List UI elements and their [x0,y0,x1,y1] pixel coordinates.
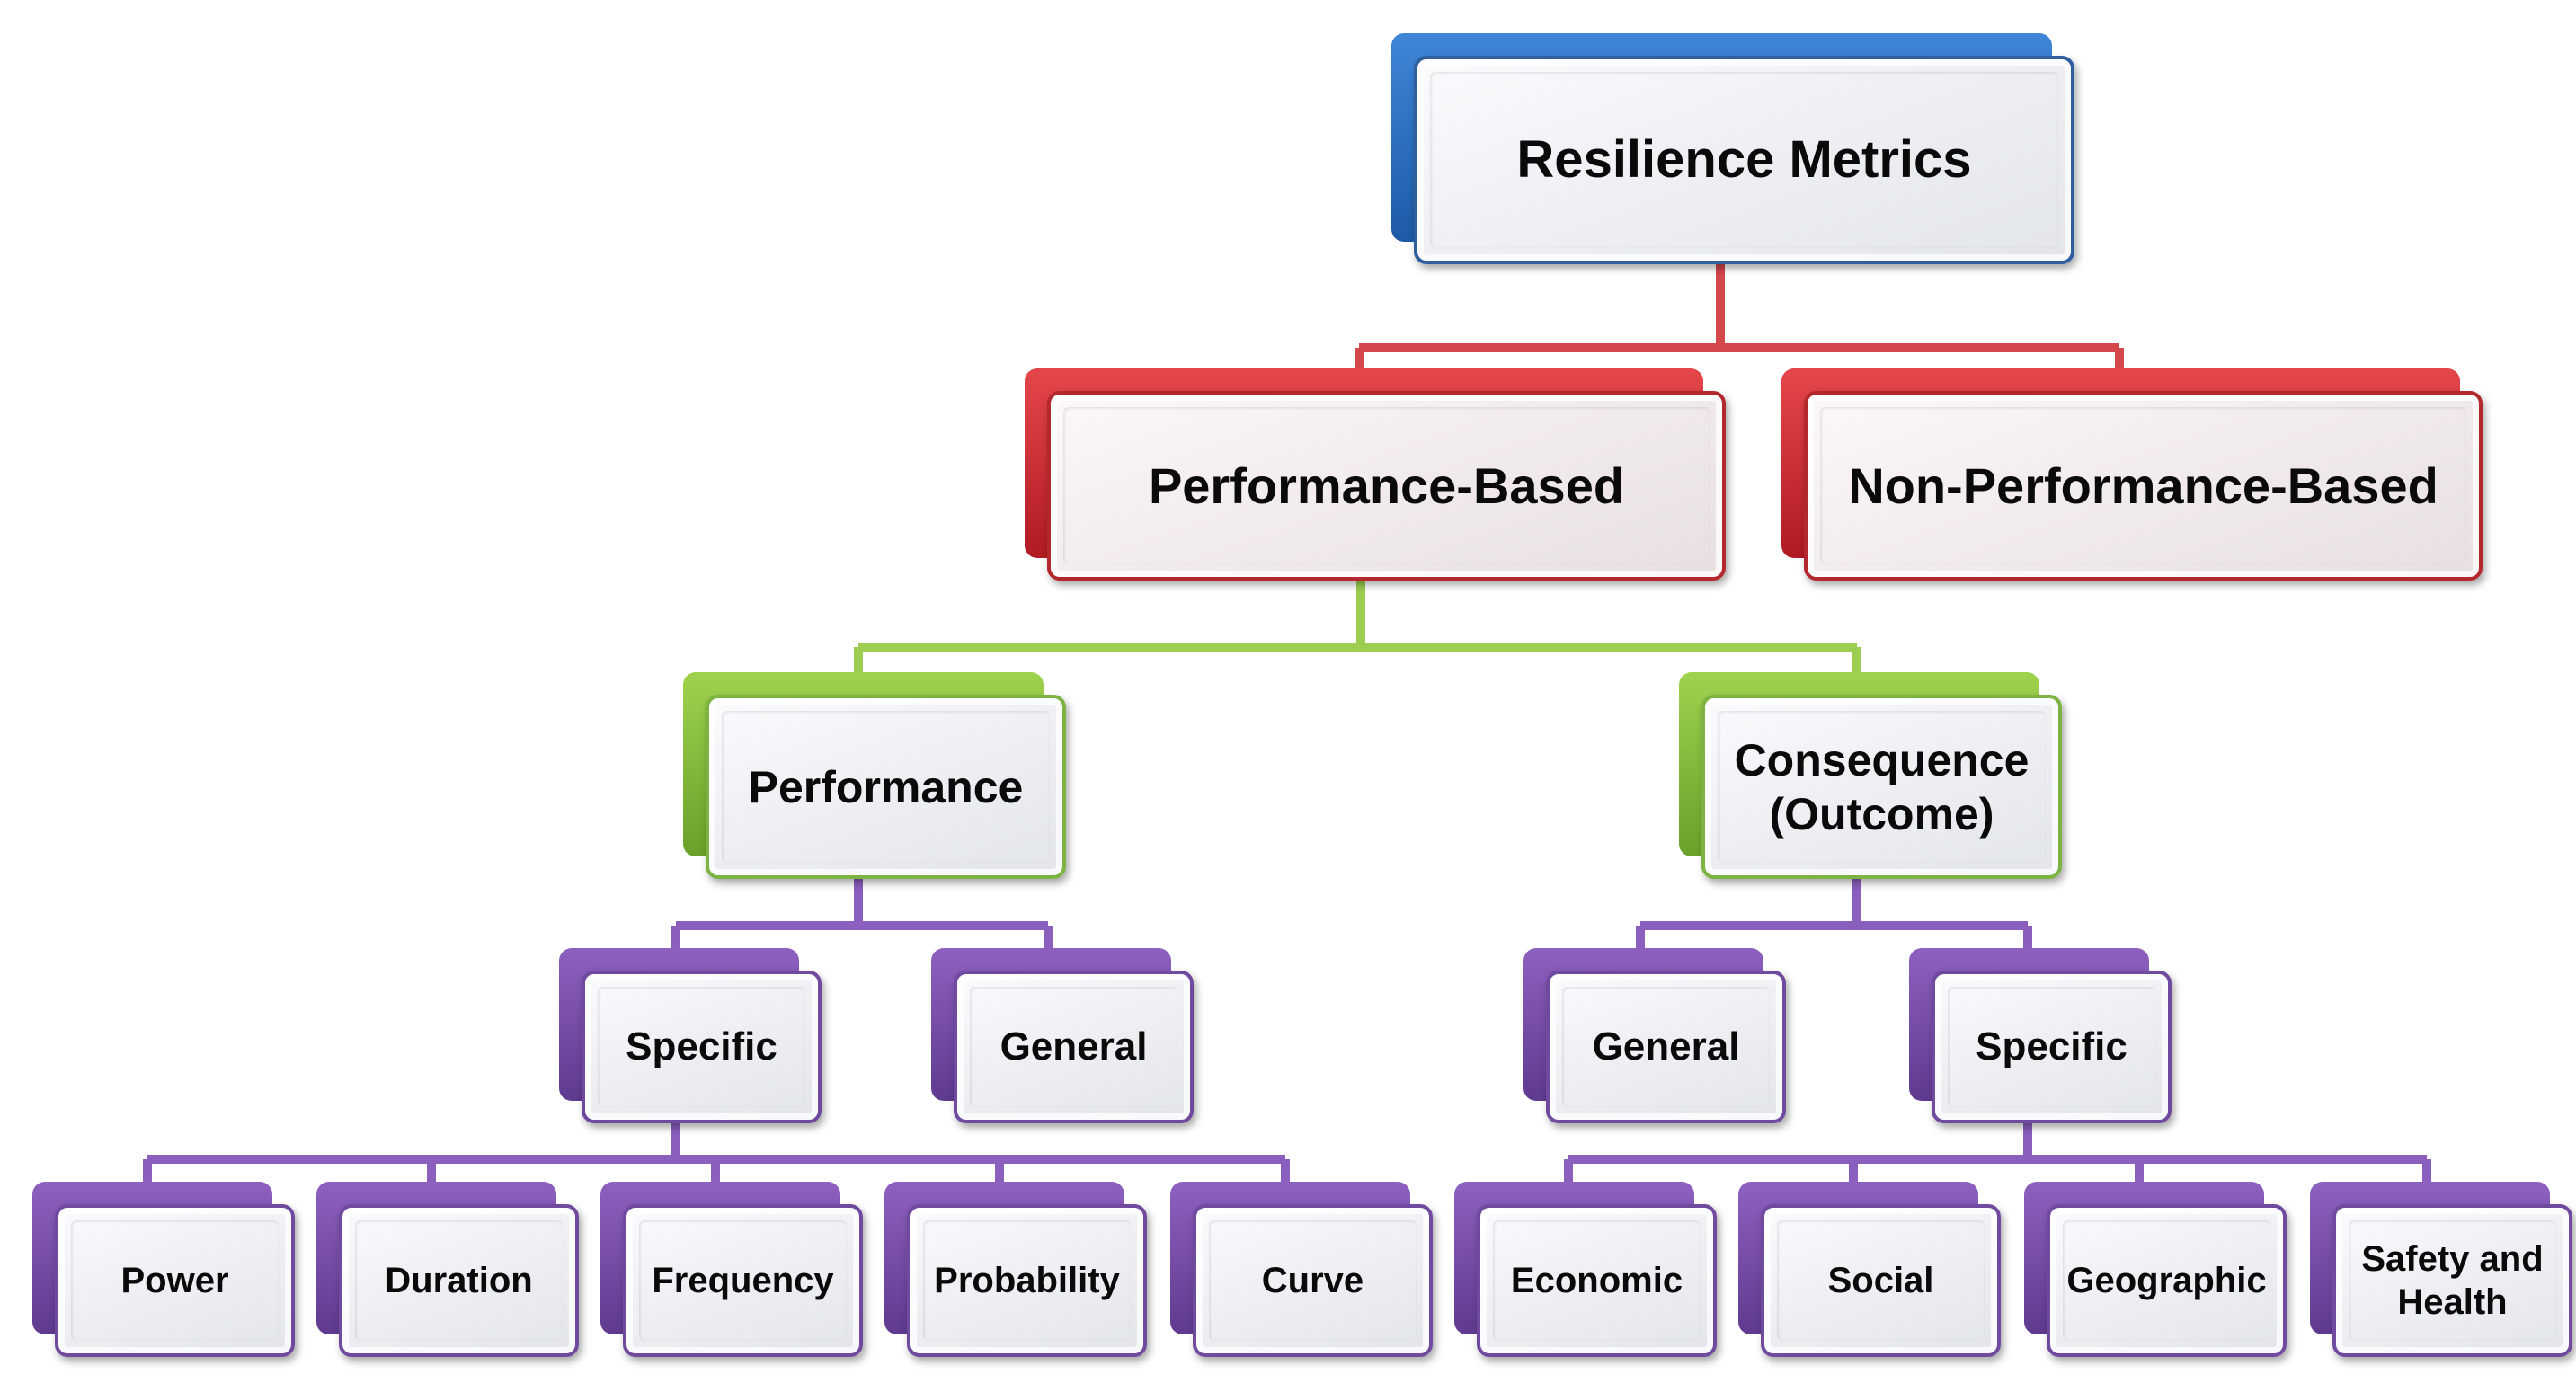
node-consequence-outcome: Consequence (Outcome) [1679,672,2062,879]
node-label: Duration [385,1261,533,1300]
connector-root [1355,261,2124,373]
node-label: Curve [1261,1261,1364,1300]
node-label: Economic [1510,1261,1683,1300]
node-frequency: Frequency [600,1182,863,1357]
node-label: Safety and Health [2361,1239,2544,1322]
connector-cons-specific [1564,1119,2431,1186]
connector-consequence [1636,876,2032,953]
connector-performance-based [854,575,1861,674]
node-safety-and-health: Safety and Health [2310,1182,2572,1357]
node-performance-based: Performance-Based [1025,368,1726,581]
node-label: Resilience Metrics [1516,130,1972,190]
node-label: Performance [748,761,1024,812]
node-label: Frequency [652,1261,834,1300]
connector-perf-specific [143,1119,1290,1186]
node-label: General [1592,1024,1740,1068]
node-power: Power [32,1182,295,1357]
node-label: Consequence (Outcome) [1734,734,2030,839]
connector-performance [671,876,1053,953]
node-label: Probability [934,1261,1120,1300]
node-geographic: Geographic [2024,1182,2287,1357]
node-duration: Duration [316,1182,579,1357]
node-label: Specific [626,1024,777,1068]
node-non-performance-based: Non-Performance-Based [1781,368,2483,581]
node-performance: Performance [683,672,1066,879]
node-label: Non-Performance-Based [1848,457,2438,514]
node-performance-general: General [931,948,1194,1123]
node-probability: Probability [884,1182,1147,1357]
node-curve: Curve [1170,1182,1433,1357]
node-label: Social [1827,1261,1934,1300]
node-economic: Economic [1454,1182,1717,1357]
node-label: General [999,1024,1148,1068]
node-social: Social [1738,1182,2001,1357]
node-label: Power [120,1261,229,1300]
node-label: Specific [1976,1024,2127,1068]
node-label: Geographic [2066,1261,2267,1300]
node-performance-specific: Specific [559,948,822,1123]
node-consequence-general: General [1523,948,1786,1123]
node-consequence-specific: Specific [1909,948,2172,1123]
node-resilience-metrics: Resilience Metrics [1391,33,2074,264]
node-label: Performance-Based [1148,457,1625,514]
